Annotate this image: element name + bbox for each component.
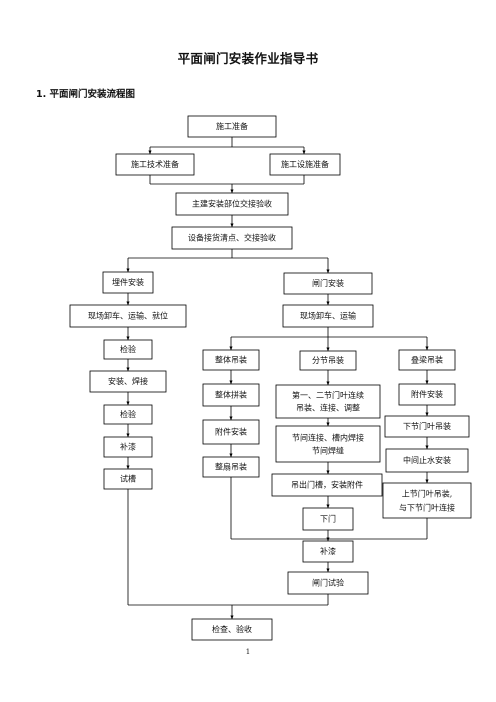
page-number: 1 xyxy=(245,648,251,656)
svg-text:下门: 下门 xyxy=(320,514,336,524)
svg-text:检验: 检验 xyxy=(120,344,136,354)
svg-text:补漆: 补漆 xyxy=(120,442,136,452)
box-lower-gate: 下门 xyxy=(302,507,354,531)
svg-text:现场卸车、运输: 现场卸车、运输 xyxy=(300,311,356,321)
box-middle-seal: 中间止水安装 xyxy=(385,448,469,473)
svg-text:第一、二节门叶连续: 第一、二节门叶连续 xyxy=(292,390,364,400)
svg-text:分节吊装: 分节吊装 xyxy=(312,355,344,365)
box-gate-paint: 补漆 xyxy=(302,540,354,563)
svg-text:附件安装: 附件安装 xyxy=(215,427,247,437)
svg-text:检查、验收: 检查、验收 xyxy=(212,624,252,634)
box-segment-hoisting: 分节吊装 xyxy=(299,350,357,371)
box-gate-unload: 现场卸车、运输 xyxy=(282,304,374,328)
svg-text:施工技术准备: 施工技术准备 xyxy=(131,159,179,169)
box-embedded-inspect-2: 检验 xyxy=(103,404,153,425)
document-title: 平面闸门安装作业指导书 xyxy=(177,51,319,66)
box-trial-slot: 试槽 xyxy=(103,468,153,490)
box-gate-test: 闸门试验 xyxy=(287,571,369,595)
svg-text:主建安装部位交接验收: 主建安装部位交接验收 xyxy=(192,199,272,209)
svg-text:现场卸车、运输、就位: 现场卸车、运输、就位 xyxy=(88,311,168,321)
svg-text:吊出门槽，安装附件: 吊出门槽，安装附件 xyxy=(291,480,363,490)
flow-connectors xyxy=(126,137,429,620)
box-whole-leaf-hoist: 整扇吊装 xyxy=(202,456,260,478)
box-segment-lift-out: 吊出门槽，安装附件 xyxy=(271,473,383,497)
box-gate-install: 闸门安装 xyxy=(283,272,373,295)
svg-text:吊装、连接、调整: 吊装、连接、调整 xyxy=(296,403,360,413)
box-lower-leaf-hoist: 下节门叶吊装 xyxy=(384,415,470,438)
svg-text:与下节门叶连接: 与下节门叶连接 xyxy=(399,503,455,513)
box-whole-hoisting: 整体吊装 xyxy=(202,349,260,371)
svg-text:中间止水安装: 中间止水安装 xyxy=(403,455,451,465)
svg-text:上节门叶吊装,: 上节门叶吊装, xyxy=(402,489,453,499)
svg-text:闸门试验: 闸门试验 xyxy=(312,578,344,588)
box-upper-leaf-hoist: 上节门叶吊装, 与下节门叶连接 xyxy=(382,482,472,519)
box-stacked-accessory: 附件安装 xyxy=(398,383,456,406)
box-technical-prep: 施工技术准备 xyxy=(115,153,195,176)
svg-text:检验: 检验 xyxy=(120,409,136,419)
box-embedded-paint: 补漆 xyxy=(103,436,153,458)
box-facility-prep: 施工设施准备 xyxy=(269,153,341,176)
box-embedded-install-weld: 安装、焊接 xyxy=(89,370,167,393)
svg-text:埋件安装: 埋件安装 xyxy=(112,277,144,287)
svg-text:节间连接、槽内焊接: 节间连接、槽内焊接 xyxy=(292,433,364,443)
svg-text:整体拼装: 整体拼装 xyxy=(215,390,247,400)
svg-text:叠梁吊装: 叠梁吊装 xyxy=(411,355,443,365)
section-heading: 1. 平面闸门安装流程图 xyxy=(36,89,136,100)
box-equipment-check: 设备接货清点、交接验收 xyxy=(171,226,293,250)
svg-text:补漆: 补漆 xyxy=(320,546,336,556)
svg-text:试槽: 试槽 xyxy=(120,474,136,484)
svg-text:整扇吊装: 整扇吊装 xyxy=(215,462,247,472)
box-whole-accessory: 附件安装 xyxy=(202,419,260,445)
box-stacked-hoisting: 叠梁吊装 xyxy=(398,349,456,371)
svg-text:施工准备: 施工准备 xyxy=(216,121,248,131)
box-embedded-unload: 现场卸车、运输、就位 xyxy=(69,304,187,328)
svg-text:附件安装: 附件安装 xyxy=(411,389,443,399)
box-construction-prep: 施工准备 xyxy=(187,115,277,138)
svg-text:下节门叶吊装: 下节门叶吊装 xyxy=(403,421,451,431)
box-segment-joint-welding: 节间连接、槽内焊接 节间焊缝 xyxy=(275,425,381,463)
box-whole-assemble: 整体拼装 xyxy=(202,383,260,407)
svg-text:整体吊装: 整体吊装 xyxy=(215,355,247,365)
box-embedded-install: 埋件安装 xyxy=(102,271,154,294)
box-embedded-inspect-1: 检验 xyxy=(103,339,153,360)
svg-text:闸门安装: 闸门安装 xyxy=(312,278,344,288)
box-final-inspection: 检查、验收 xyxy=(191,618,273,641)
box-civil-handover: 主建安装部位交接验收 xyxy=(175,192,289,216)
box-segment-first-leaves: 第一、二节门叶连续 吊装、连接、调整 xyxy=(275,384,381,419)
svg-text:施工设施准备: 施工设施准备 xyxy=(281,159,329,169)
svg-text:节间焊缝: 节间焊缝 xyxy=(312,446,344,456)
svg-text:设备接货清点、交接验收: 设备接货清点、交接验收 xyxy=(188,233,276,243)
svg-text:安装、焊接: 安装、焊接 xyxy=(108,376,148,386)
